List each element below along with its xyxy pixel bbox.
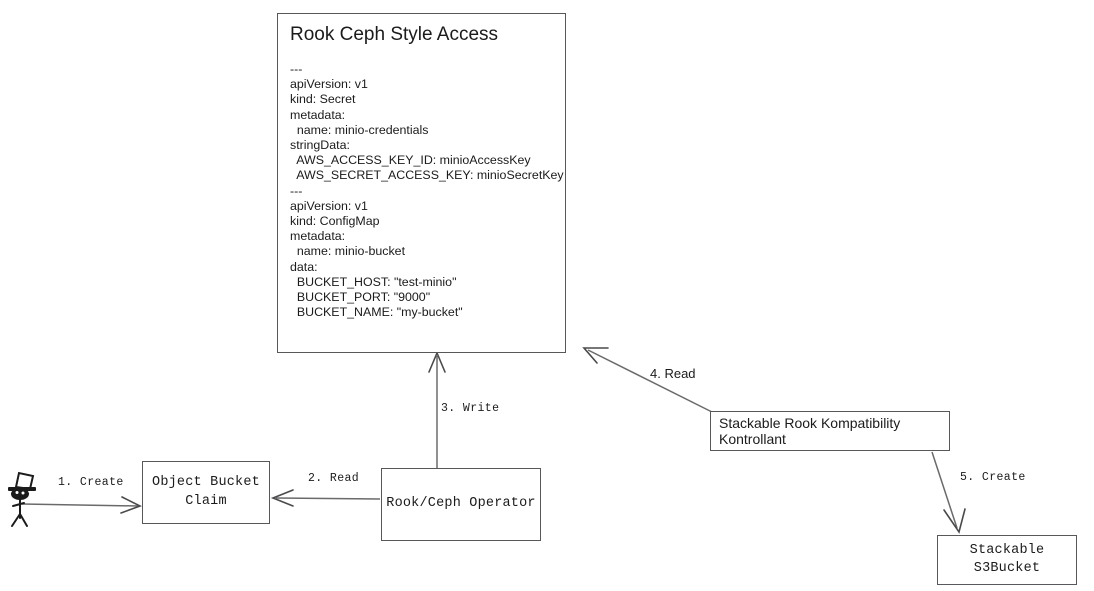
edge-label-3-write: 3. Write <box>441 402 500 415</box>
edge-label-4-read: 4. Read <box>650 366 696 381</box>
rook-ceph-style-access-yaml: --- apiVersion: v1 kind: Secret metadata… <box>290 62 564 320</box>
edge-label-5-create: 5. Create <box>960 471 1026 484</box>
stick-figure-actor <box>8 471 36 527</box>
rook-ceph-style-access-heading: Rook Ceph Style Access <box>290 24 499 45</box>
stackable-rook-kompatibility-kontrollant-node[interactable]: Stackable Rook Kompatibility Kontrollant <box>710 411 950 451</box>
object-bucket-claim-node[interactable]: Object Bucket Claim <box>142 461 270 524</box>
edge-1-create <box>21 496 143 514</box>
edge-5-create <box>931 451 966 534</box>
rook-ceph-operator-node[interactable]: Rook/Ceph Operator <box>381 468 541 541</box>
edge-3-write <box>428 350 446 468</box>
rook-ceph-style-access-node[interactable]: Rook Ceph Style Access --- apiVersion: v… <box>277 13 566 353</box>
object-bucket-claim-label: Object Bucket Claim <box>152 475 260 509</box>
edge-4-read <box>582 347 713 413</box>
edge-2-read <box>270 489 381 507</box>
edge-label-2-read: 2. Read <box>308 472 360 485</box>
kontrollant-label: Stackable Rook Kompatibility Kontrollant <box>719 415 901 447</box>
edge-label-1-create: 1. Create <box>58 476 124 489</box>
stackable-s3bucket-node[interactable]: Stackable S3Bucket <box>937 535 1077 585</box>
rook-ceph-operator-label: Rook/Ceph Operator <box>386 496 536 512</box>
stackable-s3bucket-label: Stackable S3Bucket <box>969 542 1045 576</box>
